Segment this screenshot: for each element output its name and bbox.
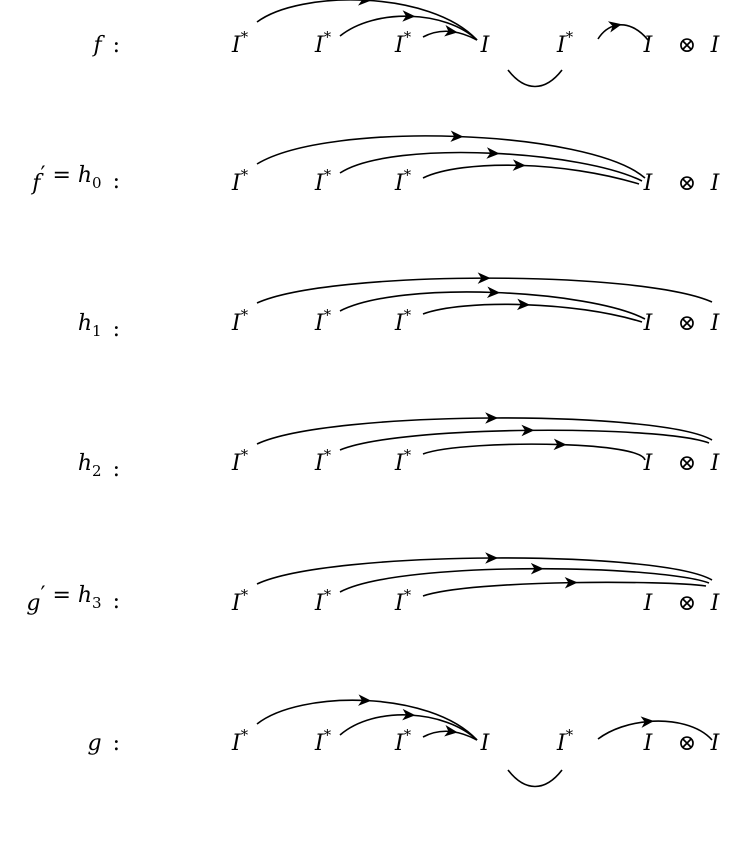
dual-object-label: I* — [314, 28, 332, 58]
dual-object-label: I* — [394, 586, 412, 616]
arrow-wire — [339, 286, 501, 312]
tensor-symbol: ⊗ — [678, 311, 696, 336]
row-label: f : — [91, 33, 120, 58]
arrow-wire — [422, 298, 531, 315]
arrow-wire — [339, 147, 500, 174]
arrow-wire — [422, 576, 578, 597]
arrow-wire — [256, 130, 464, 165]
diagram-row: g : I* I* I* I I* I ⊗ I — [88, 694, 721, 788]
dual-object-label: I* — [314, 586, 332, 616]
dual-object-label: I* — [394, 446, 412, 476]
arrow-wire-tail — [409, 714, 478, 741]
dual-object-label: I* — [231, 446, 249, 476]
arrow-wire-tail — [409, 15, 478, 41]
tensor-symbol: ⊗ — [678, 33, 696, 58]
arrow-wire — [339, 562, 544, 593]
object-label: I — [643, 591, 654, 616]
dual-object-label: I* — [231, 586, 249, 616]
object-label: I — [710, 731, 721, 756]
arrow-wire-tail — [560, 443, 646, 461]
arrow-wire-tail — [492, 557, 713, 581]
arrow-wire — [422, 159, 526, 179]
arrow-wire-tail — [484, 277, 713, 303]
dual-object-label: I* — [314, 306, 332, 336]
dual-object-label: I* — [314, 446, 332, 476]
diagram-row: f′ = h0 : I* I* I* I ⊗ I — [30, 130, 721, 196]
tensor-symbol: ⊗ — [678, 451, 696, 476]
arrow-wire-tail — [524, 303, 643, 323]
arrow-wire — [422, 725, 458, 738]
arrow-wire-tail — [571, 581, 707, 587]
diagram-row: h2 : I* I* I* I ⊗ I — [78, 412, 721, 482]
dual-object-label: I* — [231, 306, 249, 336]
diagram-row: h1 : I* I* I* I ⊗ I — [78, 272, 721, 342]
object-label: I — [643, 731, 654, 756]
arrow-wire — [339, 10, 416, 37]
arrow-wire — [339, 708, 416, 736]
object-label: I — [710, 311, 721, 336]
object-label: I — [710, 171, 721, 196]
dual-object-label: I* — [394, 28, 412, 58]
arrow-wire-tail — [451, 730, 478, 741]
dual-object-label: I* — [314, 726, 332, 756]
row-label: g′ = h3 : — [26, 583, 120, 616]
object-label: I — [643, 171, 654, 196]
tensor-symbol: ⊗ — [678, 731, 696, 756]
arrow-wire-tail — [492, 417, 713, 441]
arrow-wire — [256, 272, 491, 304]
arrow-wire-tail — [616, 24, 649, 41]
arrow-wire — [339, 424, 535, 451]
arrow-wire — [597, 716, 654, 740]
dual-object-label: I* — [556, 726, 574, 756]
arrow-wire — [422, 438, 567, 455]
arrow-wire-tail — [451, 30, 478, 41]
row-label: g : — [88, 731, 121, 756]
cup-wire — [507, 69, 563, 88]
diagram-row: g′ = h3 : I* I* I* I ⊗ I — [26, 552, 721, 616]
dual-object-label: I* — [394, 166, 412, 196]
arrow-wire — [256, 694, 372, 725]
tensor-symbol: ⊗ — [678, 591, 696, 616]
arrow-wire-tail — [538, 567, 710, 584]
object-label: I — [643, 33, 654, 58]
arrow-wire-tail — [493, 152, 643, 182]
arrow-wire — [256, 0, 372, 23]
dual-object-label: I* — [231, 726, 249, 756]
object-label: I — [643, 311, 654, 336]
arrow-wire-tail — [528, 429, 710, 444]
object-label: I — [710, 451, 721, 476]
arrow-wire-tail — [494, 291, 646, 320]
arrow-wire-tail — [648, 720, 713, 741]
object-label: I — [710, 33, 721, 58]
row-label: h2 : — [78, 451, 120, 482]
arrow-wire — [422, 25, 458, 38]
dual-object-label: I* — [314, 166, 332, 196]
arrow-wire-tail — [519, 164, 640, 185]
arrow-wire — [256, 552, 499, 585]
object-label: I — [480, 33, 491, 58]
row-label: h1 : — [78, 311, 120, 342]
arrow-wire — [256, 412, 499, 445]
dual-object-label: I* — [394, 306, 412, 336]
arrow-wire-tail — [457, 135, 646, 179]
tensor-symbol: ⊗ — [678, 171, 696, 196]
dual-object-label: I* — [556, 28, 574, 58]
dual-object-label: I* — [231, 28, 249, 58]
diagram-row: f : I* I* I* I I* I ⊗ I — [91, 0, 721, 88]
arrow-wire — [597, 21, 622, 40]
object-label: I — [643, 451, 654, 476]
object-label: I — [710, 591, 721, 616]
cup-wire — [507, 769, 563, 788]
dual-object-label: I* — [394, 726, 412, 756]
row-label: f′ = h0 : — [30, 163, 120, 196]
object-label: I — [480, 731, 491, 756]
dual-object-label: I* — [231, 166, 249, 196]
